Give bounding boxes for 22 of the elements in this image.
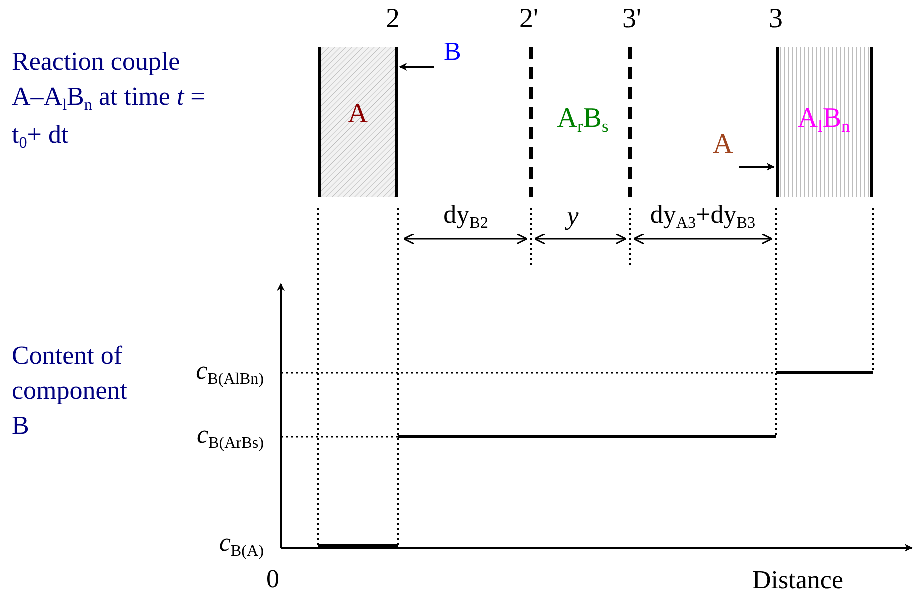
boundary-number: 3 <box>769 4 783 36</box>
axis-tick-label: c$_{B(A)}$ <box>219 529 264 561</box>
dimension-label: dy$_{B2}$ <box>444 201 488 233</box>
component-label: B <box>444 38 462 67</box>
arrow <box>399 63 434 71</box>
dimension-label: dy$_{A3}$+dy$_{B3}$ <box>650 201 756 233</box>
region-label: A <box>348 100 368 130</box>
axis-tick-label: c$_{B(AlBn)}$ <box>196 357 264 389</box>
component-label: A <box>713 130 734 161</box>
boundary-number: 3' <box>622 4 642 36</box>
axis-origin-label: 0 <box>266 566 280 594</box>
panel-caption: Reaction couple A–A$_{l}$B$_{n}$ at time t = t$_{0}$+ dt <box>12 46 206 154</box>
axis-tick-label: c$_{B(ArBs)}$ <box>196 421 264 453</box>
phase-label: A$_{r}$B$_{s}$ <box>557 104 609 136</box>
boundary-number: 2' <box>519 4 539 36</box>
axis-title: Content of component B <box>12 340 129 442</box>
arrow <box>739 163 775 171</box>
dimension-label: y <box>567 202 579 232</box>
boundary-number: 2 <box>386 4 400 36</box>
region-label: A$_{l}$B$_{n}$ <box>798 104 850 136</box>
hatched-region <box>318 47 398 197</box>
axis-title: Distance <box>752 566 844 596</box>
